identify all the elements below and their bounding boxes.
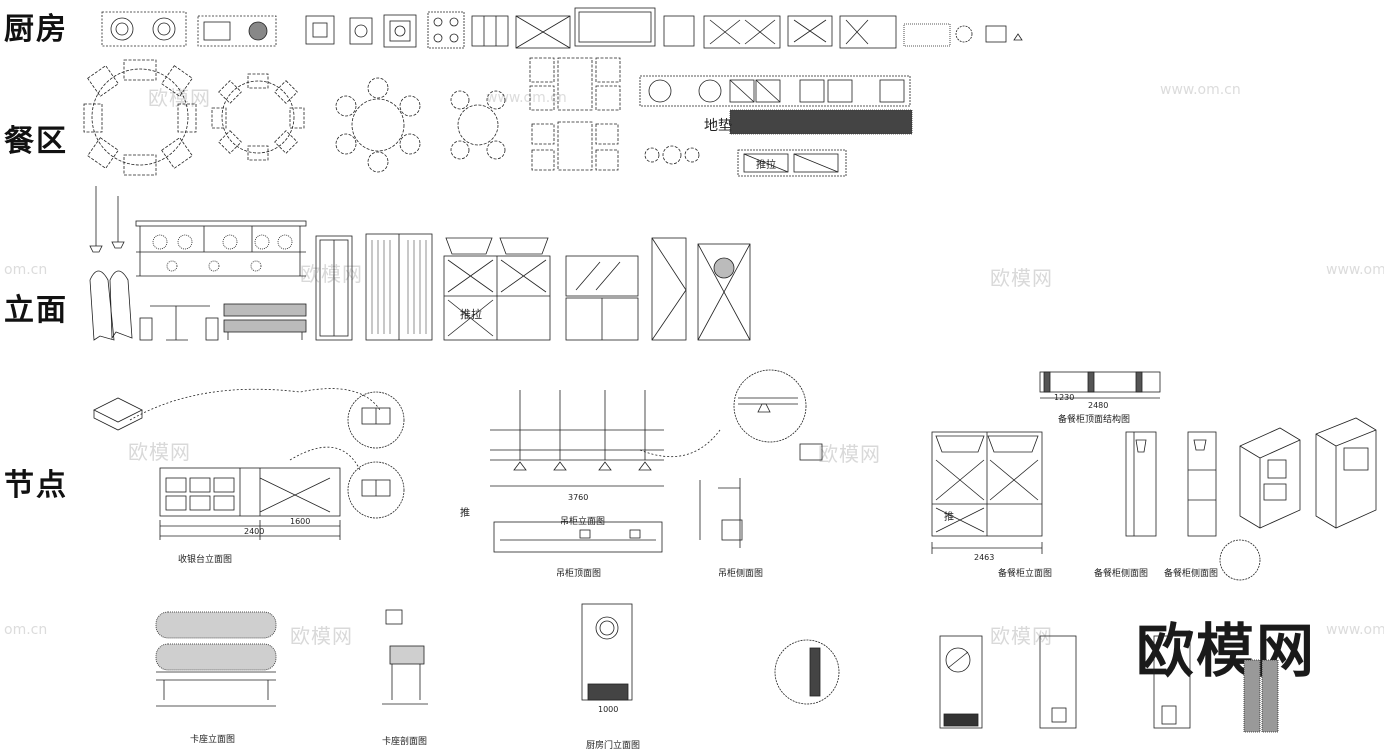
caption-cashier: 收银台立面图 (178, 555, 233, 565)
dim-text: 1230 (1054, 393, 1074, 402)
watermark-brand: 欧模网 (290, 624, 353, 648)
watermark-url: www.om.cn (1160, 82, 1241, 98)
watermark-brand: 欧模网 (128, 440, 191, 464)
push-label: 推拉 (460, 307, 482, 321)
node-drawings (93, 369, 1377, 733)
watermark-url: om.cn (4, 622, 48, 638)
caption-booth-elev: 卡座立面图 (190, 735, 236, 745)
watermark-url: www.om.cn (486, 90, 567, 106)
caption-side-cab-top: 备餐柜顶面结构图 (1058, 415, 1131, 425)
category-title-dining: 餐区 (4, 124, 68, 159)
push-label: 推拉 (756, 158, 776, 171)
watermark-brand: 欧模网 (990, 266, 1053, 290)
caption-side-cab-side: 备餐柜侧面图 (1094, 569, 1149, 579)
elevation-blocks (89, 186, 751, 341)
serving-counter (639, 75, 913, 177)
watermark-url: www.om.cn (1326, 262, 1384, 278)
dim-text: 2463 (974, 553, 994, 562)
caption-ceiling-side: 吊柜侧面图 (718, 569, 764, 579)
watermark-url: www.om.cn (1326, 622, 1384, 638)
caption-ceiling-elev: 吊柜立面图 (560, 517, 606, 527)
caption-kitchen-door: 厨房门立面图 (586, 741, 641, 751)
dining-blocks (83, 57, 700, 176)
dim-text: 1000 (598, 705, 618, 714)
category-title-node: 节点 (4, 468, 68, 503)
category-title-elevation: 立面 (4, 293, 68, 328)
caption-booth-section: 卡座剖面图 (382, 737, 428, 747)
caption-side-cab-side: 备餐柜侧面图 (1164, 569, 1219, 579)
dim-text: 1600 (290, 517, 310, 526)
dim-text: 2400 (244, 527, 264, 536)
caption-side-cab-elev: 备餐柜立面图 (998, 569, 1053, 579)
floor-mat-label: 地垫 (704, 118, 732, 134)
watermark-url: om.cn (4, 262, 48, 278)
watermark-brand: 欧模网 (148, 86, 211, 110)
kitchen-blocks (101, 7, 1023, 49)
push-label: 推 (460, 506, 470, 519)
category-title-kitchen: 厨房 (4, 12, 68, 47)
push-label: 推 (944, 510, 954, 523)
watermark-logo: 欧模网 (1136, 617, 1317, 685)
dim-text: 2480 (1088, 401, 1108, 410)
caption-ceiling-top: 吊柜顶面图 (556, 569, 602, 579)
dim-text: 3760 (568, 493, 588, 502)
watermark-brand: 欧模网 (818, 442, 881, 466)
